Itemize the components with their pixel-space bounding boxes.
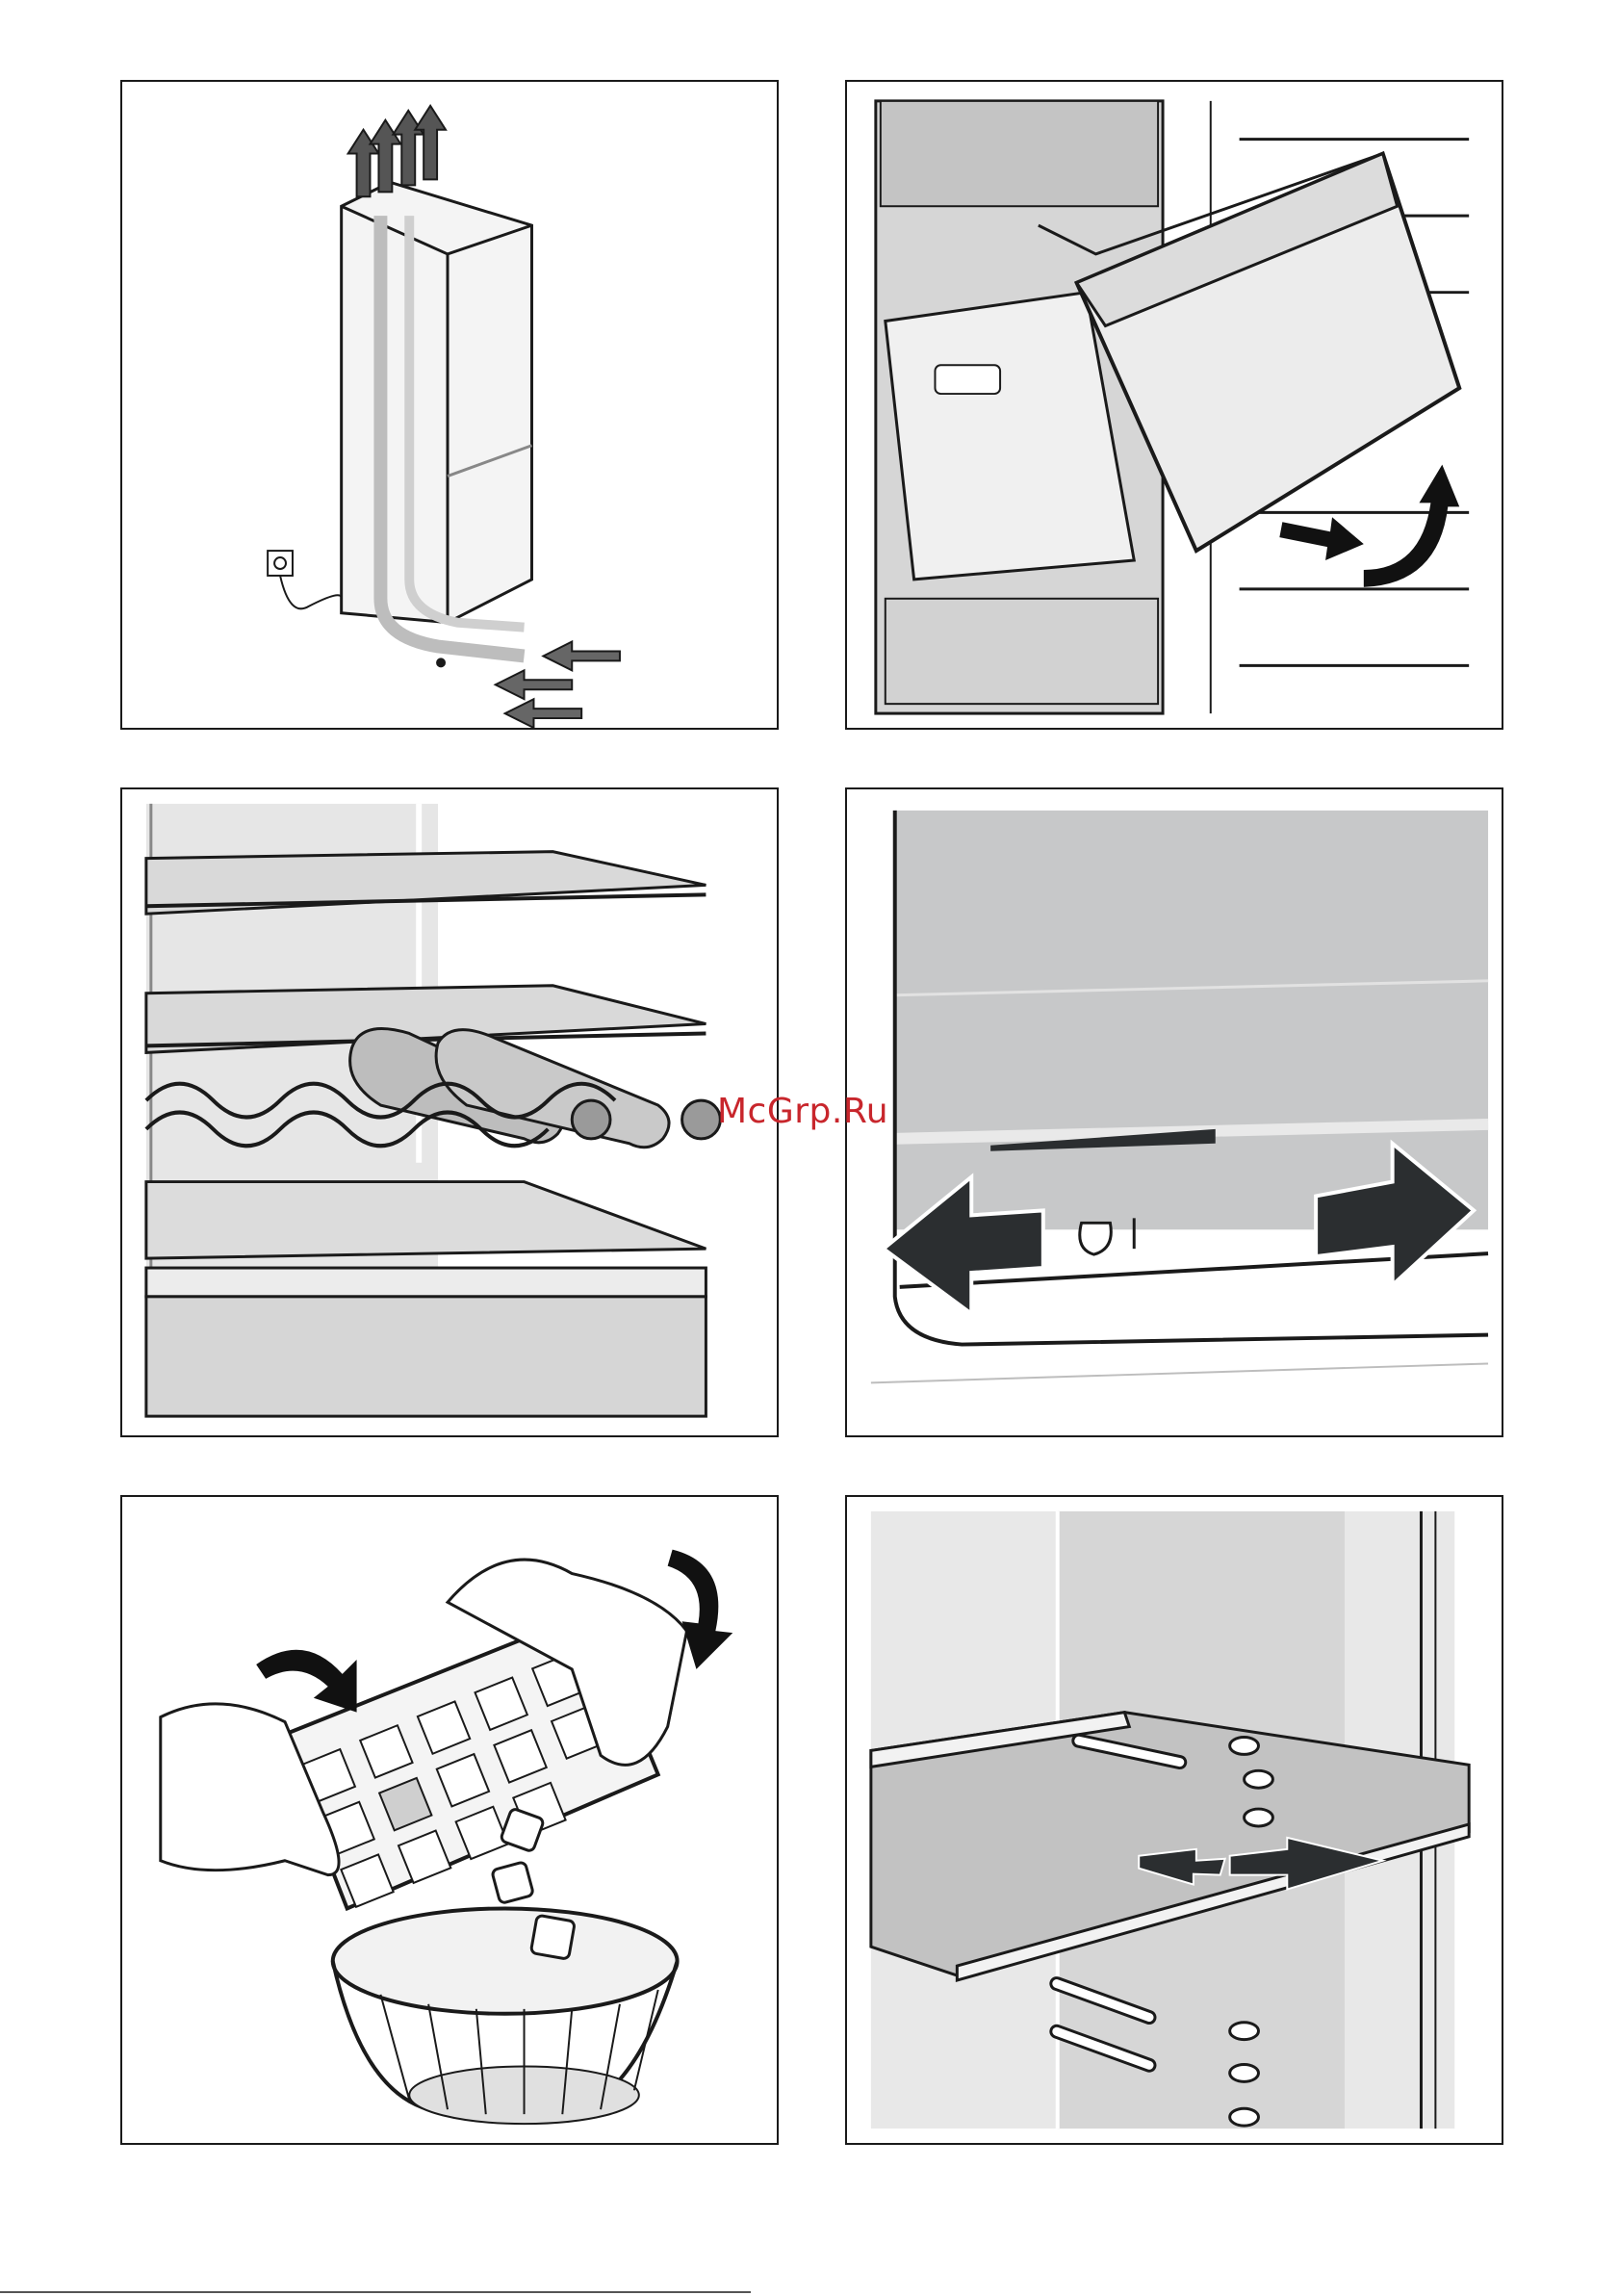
bottle-rack-illustration [122,789,777,1435]
bottom-divider [0,2291,751,2293]
shelf-removal-illustration [847,1497,1502,2143]
sliding-control-panel [845,787,1503,1437]
ice-tray-illustration [122,1497,777,2143]
shelf-removal-panel [845,1495,1503,2145]
freezer-drawer-removal-panel [845,80,1503,730]
ice-cube-tray-panel [120,1495,779,2145]
wine-bottle-rack-panel [120,787,779,1437]
watermark-text: McGrp.Ru [717,1092,888,1131]
ventilation-airflow-panel [120,80,779,730]
slide-arrows-illustration [847,789,1502,1435]
drawer-removal-illustration [847,82,1502,728]
fridge-ventilation-illustration [122,82,777,728]
